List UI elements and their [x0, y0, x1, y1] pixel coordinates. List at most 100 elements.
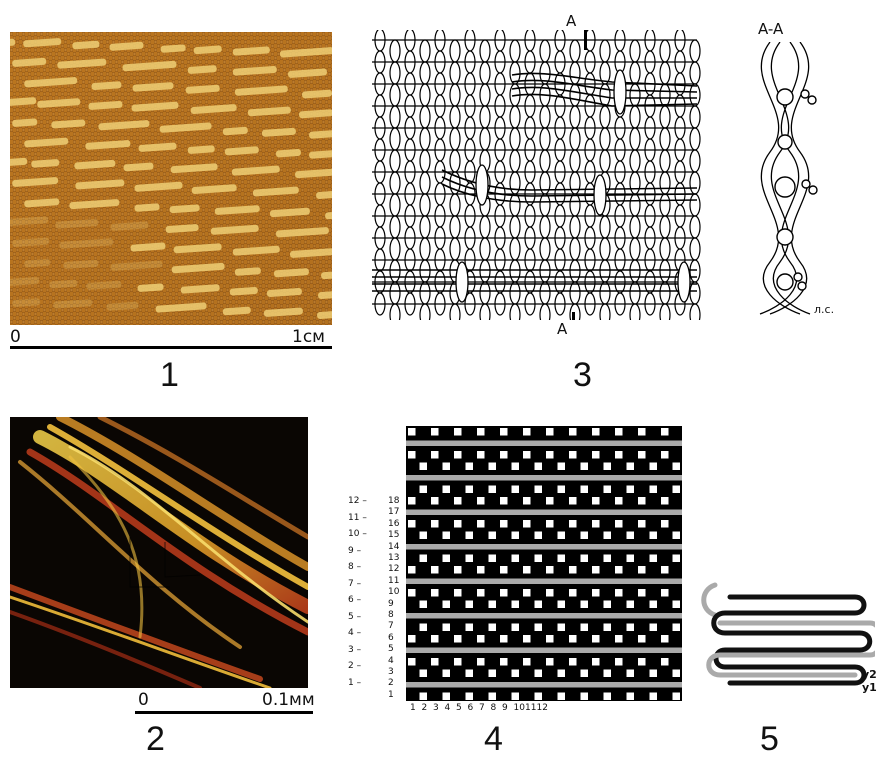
- warp-segment: [479, 237, 491, 261]
- draft-cell: [419, 485, 427, 493]
- gold-strip: [309, 150, 332, 159]
- warp-segment: [419, 215, 431, 239]
- draft-cell: [672, 623, 680, 631]
- draft-cell: [465, 462, 473, 470]
- warp-segment: [629, 127, 641, 151]
- draft-cell: [615, 428, 623, 436]
- gold-strip: [299, 109, 332, 119]
- gold-strip: [309, 128, 332, 139]
- draft-cell: [408, 451, 416, 459]
- section-aa: [740, 42, 830, 317]
- panel-3: [372, 30, 702, 320]
- warp-segment: [449, 105, 461, 129]
- warp-segment: [629, 193, 641, 217]
- draft-cell: [557, 485, 565, 493]
- pattern-weft-row: [406, 682, 682, 688]
- gold-strip: [222, 306, 251, 316]
- warp-segment: [509, 193, 521, 217]
- draft-cell: [511, 554, 519, 562]
- draft-cell: [511, 623, 519, 631]
- draft-cell: [661, 428, 669, 436]
- draft-cell: [431, 428, 439, 436]
- gold-strip: [214, 205, 260, 215]
- draft-cell: [488, 669, 496, 677]
- warp-segment: [599, 303, 611, 320]
- draft-cell: [592, 451, 600, 459]
- thread-path-diagram: [701, 582, 875, 686]
- gold-strip: [234, 267, 261, 276]
- warp-segment: [389, 149, 401, 173]
- row-number-inner: 4: [388, 655, 394, 666]
- draft-cell: [638, 566, 646, 574]
- warp-segment: [479, 61, 491, 85]
- draft-cell: [603, 485, 611, 493]
- row-number-inner: 1: [388, 689, 394, 700]
- panel-1: [10, 32, 332, 325]
- draft-cell: [511, 600, 519, 608]
- warp-segment: [539, 149, 551, 173]
- pattern-weft-row: [406, 613, 682, 619]
- warp-segment: [599, 259, 611, 283]
- draft-cell: [546, 497, 554, 505]
- gold-strip: [123, 162, 154, 172]
- panel-3-number: 3: [573, 356, 592, 394]
- draft-cell: [603, 554, 611, 562]
- draft-cell: [477, 566, 485, 574]
- gold-strip: [57, 58, 107, 69]
- row-number-outer: 4 –: [348, 628, 362, 638]
- warp-segment: [479, 303, 491, 320]
- row-number-outer: 6 –: [348, 595, 362, 605]
- warp-segment: [689, 127, 701, 151]
- row-number-inner: 7: [388, 621, 394, 632]
- draft-cell: [454, 428, 462, 436]
- column-number: 3: [433, 703, 439, 713]
- warp-segment: [389, 83, 401, 107]
- gold-strip: [289, 248, 332, 258]
- draft-cell: [500, 428, 508, 436]
- pattern-weft-row: [406, 578, 682, 584]
- draft-cell: [661, 658, 669, 666]
- draft-cell: [523, 520, 531, 528]
- gold-strip: [229, 286, 258, 296]
- warp-segment: [509, 149, 521, 173]
- pattern-weft-row: [406, 475, 682, 481]
- draft-cell: [557, 669, 565, 677]
- warp-segment: [569, 39, 581, 63]
- draft-cell: [672, 531, 680, 539]
- draft-cell: [592, 497, 600, 505]
- textile-photo: [10, 32, 332, 325]
- warp-segment: [389, 127, 401, 151]
- warp-segment: [539, 215, 551, 239]
- draft-cell: [465, 485, 473, 493]
- gold-strip: [231, 165, 280, 176]
- warp-segment: [419, 61, 431, 85]
- draft-cell: [592, 520, 600, 528]
- row-number-inner: 15: [388, 530, 400, 541]
- draft-cell: [442, 623, 450, 631]
- gold-strip: [171, 262, 225, 274]
- row-number-outer: 1 –: [348, 677, 362, 688]
- draft-cell: [408, 658, 416, 666]
- gold-strip: [222, 126, 248, 136]
- gold-strip: [12, 177, 59, 187]
- gold-strip: [69, 199, 120, 210]
- draft-cell: [557, 692, 565, 700]
- draft-cell: [511, 692, 519, 700]
- warp-segment: [629, 281, 641, 305]
- gold-strip: [24, 198, 60, 208]
- warp-segment: [389, 303, 401, 320]
- warp-segment: [449, 215, 461, 239]
- gold-strip: [131, 101, 179, 112]
- warp-segment: [389, 215, 401, 239]
- gold-strip: [180, 284, 220, 294]
- draft-cell: [649, 600, 657, 608]
- warp-segment: [689, 105, 701, 129]
- gold-strip: [317, 310, 332, 319]
- panel-3-cut-bottom-label: A: [557, 320, 568, 338]
- draft-cell: [638, 497, 646, 505]
- draft-cell: [500, 658, 508, 666]
- row-number-inner: 13: [388, 553, 400, 563]
- warp-segment: [599, 127, 611, 151]
- panel-2-scale-end: 0.1мм: [262, 690, 315, 710]
